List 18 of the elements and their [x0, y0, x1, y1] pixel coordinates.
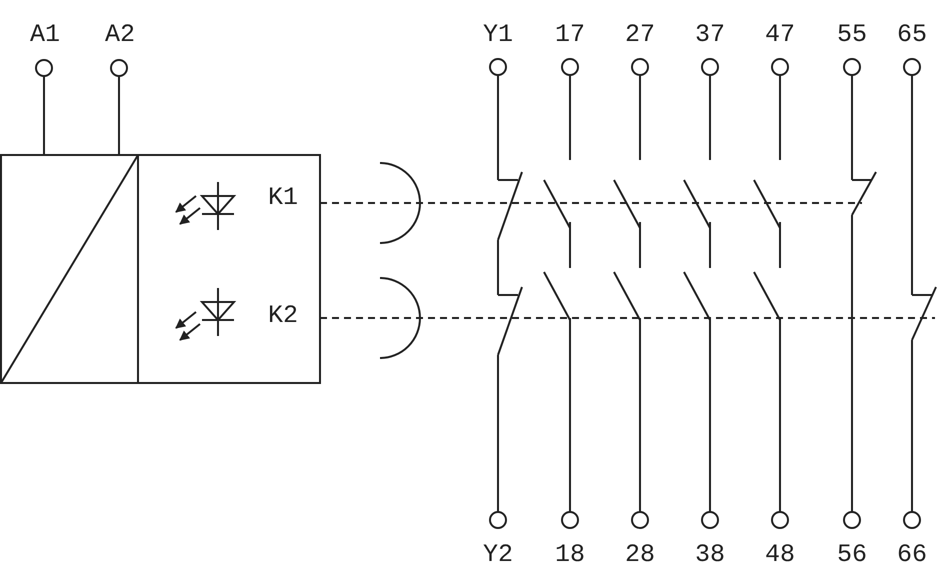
terminal-label: 66 [897, 541, 927, 569]
terminal-label: 27 [625, 21, 655, 49]
relay-channel-label: K1 [268, 184, 298, 212]
terminal-label: 37 [695, 21, 725, 49]
terminal-label: Y2 [483, 541, 513, 569]
terminal-label: Y1 [483, 21, 513, 49]
terminal-label: 38 [695, 541, 725, 569]
terminal-label: 47 [765, 21, 795, 49]
terminal-label: 55 [837, 21, 867, 49]
relay-channel-label: K2 [268, 302, 298, 330]
terminal-label: 17 [555, 21, 585, 49]
terminal-label: A2 [105, 21, 135, 49]
terminal-label: 56 [837, 541, 867, 569]
terminal-label: A1 [30, 21, 60, 49]
terminal-label: 48 [765, 541, 795, 569]
terminal-label: 65 [897, 21, 927, 49]
terminal-label: 28 [625, 541, 655, 569]
terminal-label: 18 [555, 541, 585, 569]
